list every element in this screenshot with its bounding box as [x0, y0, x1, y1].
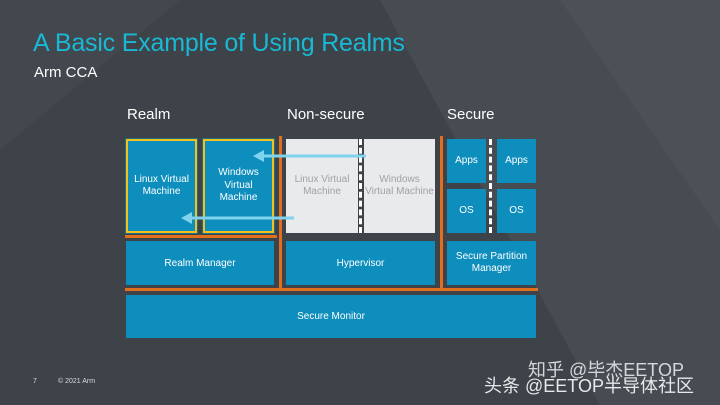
secure-column-heading: Secure [447, 106, 495, 123]
copyright: © 2021 Arm [58, 378, 96, 385]
secure-partition-manager-box: Secure Partition Manager [447, 241, 536, 285]
secure-apps-box-1: Apps [447, 139, 486, 183]
slide-subtitle: Arm CCA [34, 64, 98, 81]
realm-manager-box: Realm Manager [126, 241, 274, 285]
vm-migration-divider [359, 139, 362, 233]
realm-column-heading: Realm [127, 106, 171, 123]
watermark-toutiao: 头条 @EETOP半导体社区 [484, 376, 694, 396]
ns-windows-vm-box: Windows Virtual Machine [364, 139, 435, 233]
separator-realm-layer [125, 235, 277, 238]
secure-monitor-box: Secure Monitor [126, 295, 536, 338]
separator-monitor [125, 288, 538, 291]
slide-title: A Basic Example of Using Realms [33, 29, 405, 57]
secure-partition-divider [489, 139, 492, 233]
arrow-to-realm-windows [253, 150, 366, 162]
nonsecure-column-heading: Non-secure [287, 106, 365, 123]
secure-os-box-2: OS [497, 189, 536, 233]
page-number: 7 [33, 378, 37, 385]
separator-realm-nonsecure [279, 136, 282, 290]
secure-os-box-1: OS [447, 189, 486, 233]
secure-apps-box-2: Apps [497, 139, 536, 183]
separator-nonsecure-secure [440, 136, 443, 290]
hypervisor-box: Hypervisor [286, 241, 435, 285]
arrow-to-realm-linux [181, 212, 294, 224]
watermark-zhihu: 知乎 @毕杰EETOP [528, 360, 684, 380]
